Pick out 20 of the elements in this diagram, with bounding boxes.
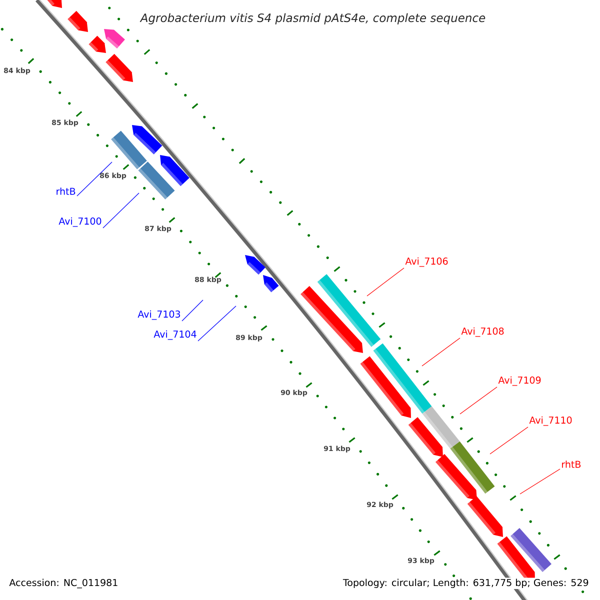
leader-line (490, 426, 528, 454)
gene-label: Avi_7110 (529, 416, 572, 426)
gene-label: Avi_7103 (138, 310, 180, 320)
leader-line (366, 268, 404, 296)
map-title: Agrobacterium vitis S4 plasmid pAtS4e, complete sequence (140, 13, 486, 24)
accession-text: Accession: NC_011981 (9, 578, 118, 588)
leader-line (460, 386, 498, 414)
gene-label: Avi_7108 (461, 327, 504, 337)
leader-line (76, 162, 112, 196)
gene-label: rhtB (56, 188, 76, 195)
gene-label: rhtB (562, 460, 581, 468)
gene-label: Avi_7109 (498, 376, 541, 386)
gene-label: Avi_7106 (405, 257, 448, 267)
gene-label: Avi_7100 (58, 217, 102, 227)
leader-line (422, 338, 460, 366)
gene-label: Avi_7104 (154, 330, 196, 340)
leader-line (198, 306, 236, 342)
leader-line (520, 468, 560, 494)
leader-line (102, 192, 140, 228)
leader-line (182, 300, 204, 322)
